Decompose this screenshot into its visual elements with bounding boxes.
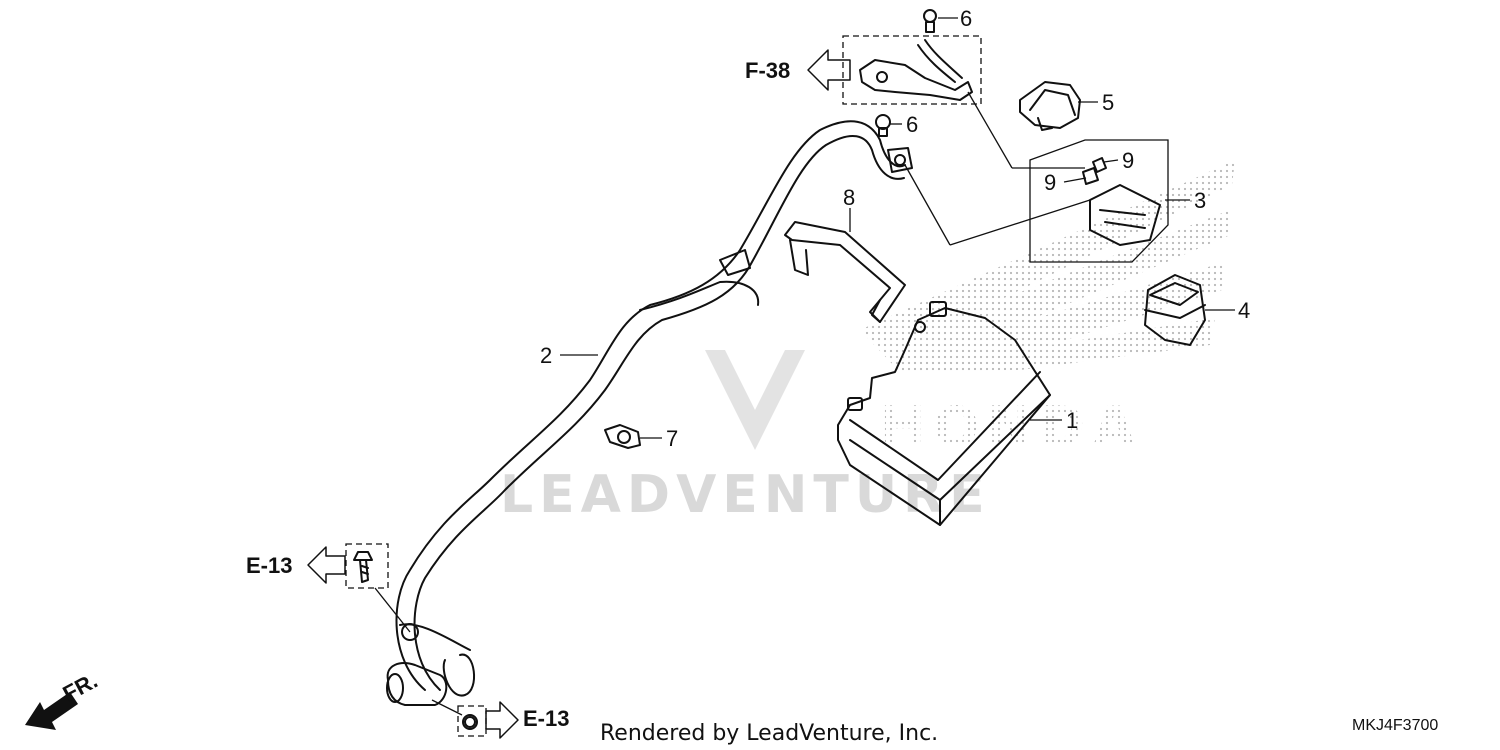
bolt-6-lower — [875, 114, 891, 137]
callout-6-lower: 6 — [906, 112, 918, 137]
relay-assembly — [1029, 139, 1169, 263]
callout-3: 3 — [1194, 188, 1206, 213]
front-direction-arrow-icon: FR. — [25, 668, 102, 730]
e13-left-arrow-icon — [307, 546, 346, 584]
callout-4: 4 — [1238, 298, 1250, 323]
f38-arrow-icon — [807, 49, 851, 91]
battery-band — [784, 221, 906, 323]
callout-2: 2 — [540, 343, 552, 368]
battery — [837, 301, 1051, 526]
connector-cover — [1144, 274, 1206, 346]
footer-credit: Rendered by LeadVenture, Inc. — [600, 721, 938, 746]
callout-8: 8 — [843, 185, 855, 210]
honda-wing-watermark: HONDA — [860, 160, 1235, 458]
harness-clip — [604, 424, 641, 449]
ref-e13-bottom-label: E-13 — [523, 706, 569, 731]
leadventure-watermark: LEADVENTURE — [500, 350, 991, 525]
callout-7: 7 — [666, 426, 678, 451]
diagram-code: MKJ4F3700 — [1352, 717, 1438, 734]
e13-bottom-arrow-icon — [485, 701, 519, 739]
callout-6-top: 6 — [960, 6, 972, 31]
leader-lines — [374, 17, 1235, 716]
callout-labels: 1 2 3 4 5 6 6 7 8 9 9 — [540, 6, 1250, 451]
callout-1: 1 — [1066, 408, 1078, 433]
wire-harness — [386, 120, 913, 730]
callout-5: 5 — [1102, 90, 1114, 115]
reference-labels: F-38 E-13 E-13 — [246, 58, 790, 731]
terminal-cap — [1019, 81, 1081, 131]
ref-e13-left-label: E-13 — [246, 553, 292, 578]
e13-bolt — [345, 543, 389, 589]
upper-cable-assembly — [842, 9, 982, 105]
callout-9-right: 9 — [1122, 148, 1134, 173]
honda-watermark-text: HONDA — [880, 395, 1143, 458]
ref-f38-label: F-38 — [745, 58, 790, 83]
callout-9-left: 9 — [1044, 170, 1056, 195]
leadventure-watermark-text: LEADVENTURE — [500, 465, 991, 525]
